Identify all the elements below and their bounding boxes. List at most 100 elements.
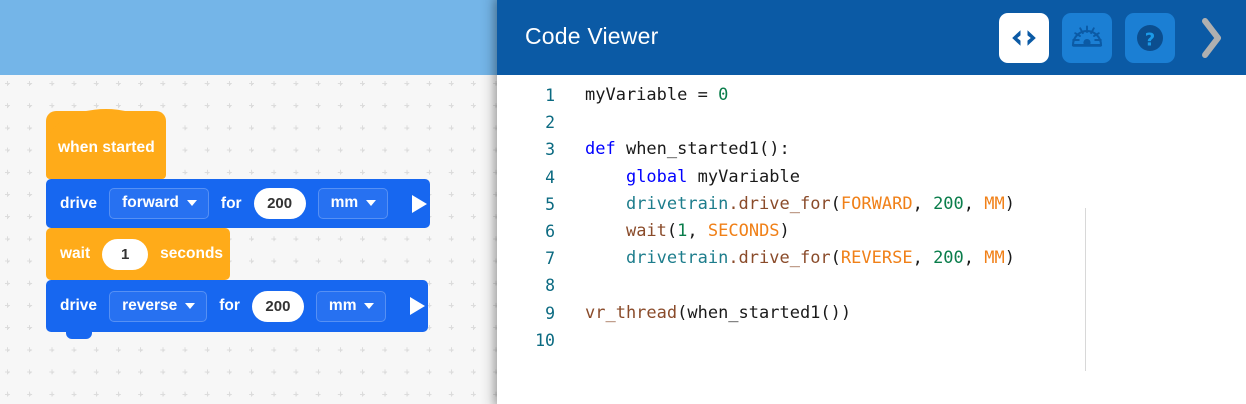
dropdown-drive-unit-value: mm	[328, 296, 357, 314]
line-number: 9	[545, 303, 555, 323]
code-token: MM	[984, 248, 1005, 269]
code-token: 0	[718, 85, 729, 105]
code-token	[585, 167, 626, 187]
code-token	[585, 194, 626, 214]
input-drive-distance[interactable]: 200	[253, 188, 306, 219]
code-line-text: myVariable = 0	[557, 82, 728, 109]
code-token: drivetrain	[625, 248, 729, 269]
code-line: 5 drivetrain.drive_for(FORWARD, 200, MM)	[497, 191, 1246, 218]
dropdown-drive-direction[interactable]: forward	[109, 188, 209, 219]
code-line: 10	[497, 327, 1246, 354]
line-number: 6	[545, 221, 555, 241]
code-token: myVariable	[585, 85, 698, 105]
dropdown-drive-direction-value: reverse	[122, 296, 178, 314]
line-number: 8	[545, 276, 555, 296]
code-line-text: wait(1, SECONDS)	[557, 218, 790, 245]
code-token: drivetrain	[625, 193, 729, 214]
chevron-right-icon	[1202, 17, 1221, 58]
line-number: 1	[545, 86, 555, 105]
code-token: =	[697, 85, 719, 105]
line-number: 3	[545, 140, 555, 160]
code-token: (when_started1())	[677, 302, 852, 323]
code-token: 200	[933, 248, 964, 269]
help-button[interactable]: ?	[1125, 12, 1175, 63]
code-token: FORWARD	[840, 193, 913, 214]
code-token: ,	[963, 193, 985, 214]
code-token: 1	[677, 220, 688, 241]
line-number: 10	[535, 330, 555, 350]
block-wait[interactable]: wait 1 seconds	[46, 228, 230, 287]
code-token: ,	[687, 220, 708, 241]
vr-field-preview-panel	[0, 0, 497, 75]
code-token: )	[1004, 248, 1015, 269]
block-when-started[interactable]: when started	[46, 109, 166, 186]
code-line-text: def when_started1():	[557, 136, 790, 163]
chevron-down-icon	[186, 200, 197, 206]
code-token: .drive_for	[728, 248, 831, 269]
code-token: SECONDS	[707, 220, 780, 241]
dropdown-drive-unit[interactable]: mm	[315, 290, 387, 322]
code-token: MM	[984, 193, 1005, 214]
code-line-text: drivetrain.drive_for(FORWARD, 200, MM)	[557, 191, 1015, 218]
code-token: vr_thread	[585, 302, 678, 323]
code-line: 6 wait(1, SECONDS)	[497, 218, 1246, 245]
block-wait-label: wait	[60, 245, 91, 262]
block-drive-label: drive	[60, 297, 98, 314]
code-line-text: drivetrain.drive_for(REVERSE, 200, MM)	[557, 245, 1015, 272]
code-token: ,	[963, 248, 985, 269]
code-token: wait	[625, 220, 667, 241]
code-brackets-icon	[1012, 29, 1036, 46]
code-line: 9 vr_thread(when_started1())	[497, 300, 1246, 327]
dropdown-drive-unit-value: mm	[330, 194, 359, 211]
code-line-text: global myVariable	[557, 164, 800, 191]
code-token	[585, 221, 626, 241]
dropdown-drive-unit[interactable]: mm	[317, 188, 389, 219]
code-token: (	[666, 220, 678, 241]
code-token: REVERSE	[840, 248, 913, 269]
line-number: 7	[545, 249, 555, 269]
block-drive-forward[interactable]: drive forward for 200 mm	[46, 179, 430, 235]
indent-guide	[1085, 208, 1086, 371]
code-token: myVariable	[697, 166, 800, 187]
code-viewer-toolbar: ?	[999, 0, 1234, 75]
question-mark-icon: ?	[1137, 24, 1163, 51]
block-wait-unit-label: seconds	[160, 245, 224, 262]
code-token: )	[1004, 193, 1015, 214]
collapse-panel-button[interactable]	[1190, 10, 1234, 66]
code-viewer-panel: Code Viewer	[497, 0, 1246, 404]
block-stack: when started drive forward for 200 mm	[0, 0, 497, 404]
input-wait-seconds[interactable]: 1	[102, 238, 149, 270]
input-drive-distance[interactable]: 200	[251, 290, 304, 322]
dashboard-view-button[interactable]	[1062, 12, 1112, 63]
svg-text:?: ?	[1145, 29, 1155, 50]
dropdown-drive-direction[interactable]: reverse	[109, 290, 208, 322]
line-number: 5	[545, 194, 555, 214]
block-drive-label: drive	[60, 194, 98, 212]
play-icon[interactable]	[412, 194, 428, 213]
code-token: (	[830, 193, 841, 214]
code-line: 7 drivetrain.drive_for(REVERSE, 200, MM)	[497, 245, 1246, 272]
play-icon[interactable]	[410, 297, 426, 315]
code-line: 4 global myVariable	[497, 164, 1246, 191]
code-view-button[interactable]	[999, 12, 1049, 63]
code-token	[585, 248, 626, 268]
code-token: 200	[933, 193, 964, 214]
block-drive-reverse[interactable]: drive reverse for 200 mm	[46, 280, 428, 339]
block-for-label: for	[219, 297, 240, 314]
code-line: 8	[497, 272, 1246, 299]
code-token: .drive_for	[728, 193, 831, 214]
blocks-workspace[interactable]: when started drive forward for 200 mm	[0, 0, 497, 404]
block-when-started-label: when started	[58, 139, 155, 156]
code-token: when_started1():	[625, 139, 790, 160]
code-line: 2	[497, 109, 1246, 136]
chevron-down-icon	[364, 302, 375, 309]
code-token: global	[625, 166, 698, 187]
line-number: 4	[545, 167, 555, 187]
code-viewer-header: Code Viewer	[497, 0, 1246, 75]
page-title: Code Viewer	[525, 23, 659, 49]
